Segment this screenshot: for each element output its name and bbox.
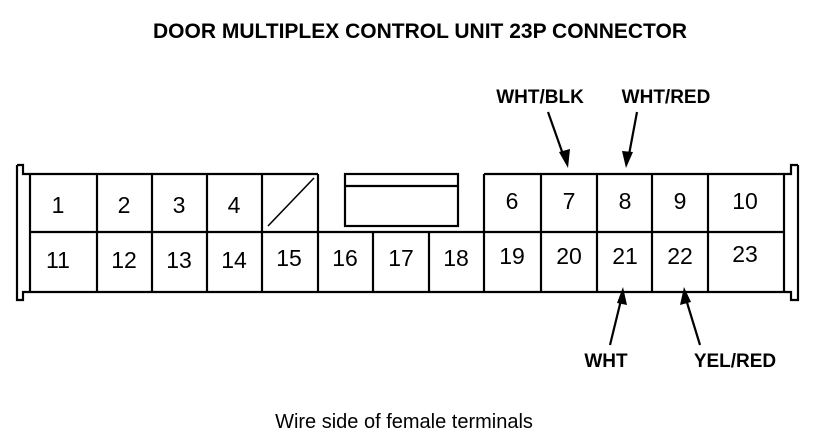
pin-label: 2 — [118, 192, 131, 218]
pin-label: 4 — [228, 192, 241, 218]
wire-color-label: WHT/BLK — [496, 87, 584, 108]
pin-label: 19 — [499, 243, 525, 269]
pin-label: 7 — [563, 188, 576, 214]
pin-label: 1 — [52, 192, 65, 218]
pin-label: 8 — [619, 188, 632, 214]
bottom-row-pins: 11 12 13 14 15 16 17 18 19 20 21 22 23 — [46, 241, 758, 273]
pin-label: 6 — [506, 188, 519, 214]
pin-label: 15 — [276, 245, 302, 271]
pin-label: 20 — [556, 243, 582, 269]
top-row-dividers — [95, 174, 710, 232]
connector-lock-tab — [343, 172, 460, 228]
pin-label: 17 — [388, 245, 414, 271]
leader-arrow — [608, 295, 624, 346]
bottom-row-dividers — [95, 232, 710, 292]
top-row-pins: 1 2 3 4 6 7 8 9 10 — [52, 188, 758, 218]
arrow-head — [617, 287, 627, 305]
pin-label: 14 — [221, 247, 247, 273]
pin-label: 12 — [111, 247, 137, 273]
pin-label: 13 — [166, 247, 192, 273]
pin-label: 3 — [173, 192, 186, 218]
diagram-caption: Wire side of female terminals — [275, 411, 533, 433]
pin-label: 21 — [612, 243, 638, 269]
leader-arrow — [683, 295, 702, 346]
pin-label: 23 — [732, 241, 758, 267]
pin-label: 9 — [674, 188, 687, 214]
pin-label: 10 — [732, 188, 758, 214]
arrow-head — [680, 287, 691, 305]
pin-label: 18 — [443, 245, 469, 271]
connector-body — [15, 163, 800, 302]
pin-label: 16 — [332, 245, 358, 271]
empty-cavity-slash — [267, 177, 315, 227]
wire-callout-pin-21: WHT — [584, 287, 628, 372]
wire-callout-pin-7: WHT/BLK — [496, 87, 584, 168]
arrow-head — [559, 149, 570, 168]
pin-label: 22 — [667, 243, 693, 269]
wire-color-label: WHT/RED — [622, 87, 711, 108]
arrow-head — [622, 151, 633, 168]
wire-callout-pin-8: WHT/RED — [622, 87, 711, 168]
wire-callout-pin-22: YEL/RED — [680, 287, 776, 372]
diagram-title: DOOR MULTIPLEX CONTROL UNIT 23P CONNECTO… — [153, 20, 687, 43]
wire-color-label: YEL/RED — [694, 351, 776, 372]
wire-color-label: WHT — [584, 351, 628, 372]
pin-label: 11 — [46, 247, 70, 273]
